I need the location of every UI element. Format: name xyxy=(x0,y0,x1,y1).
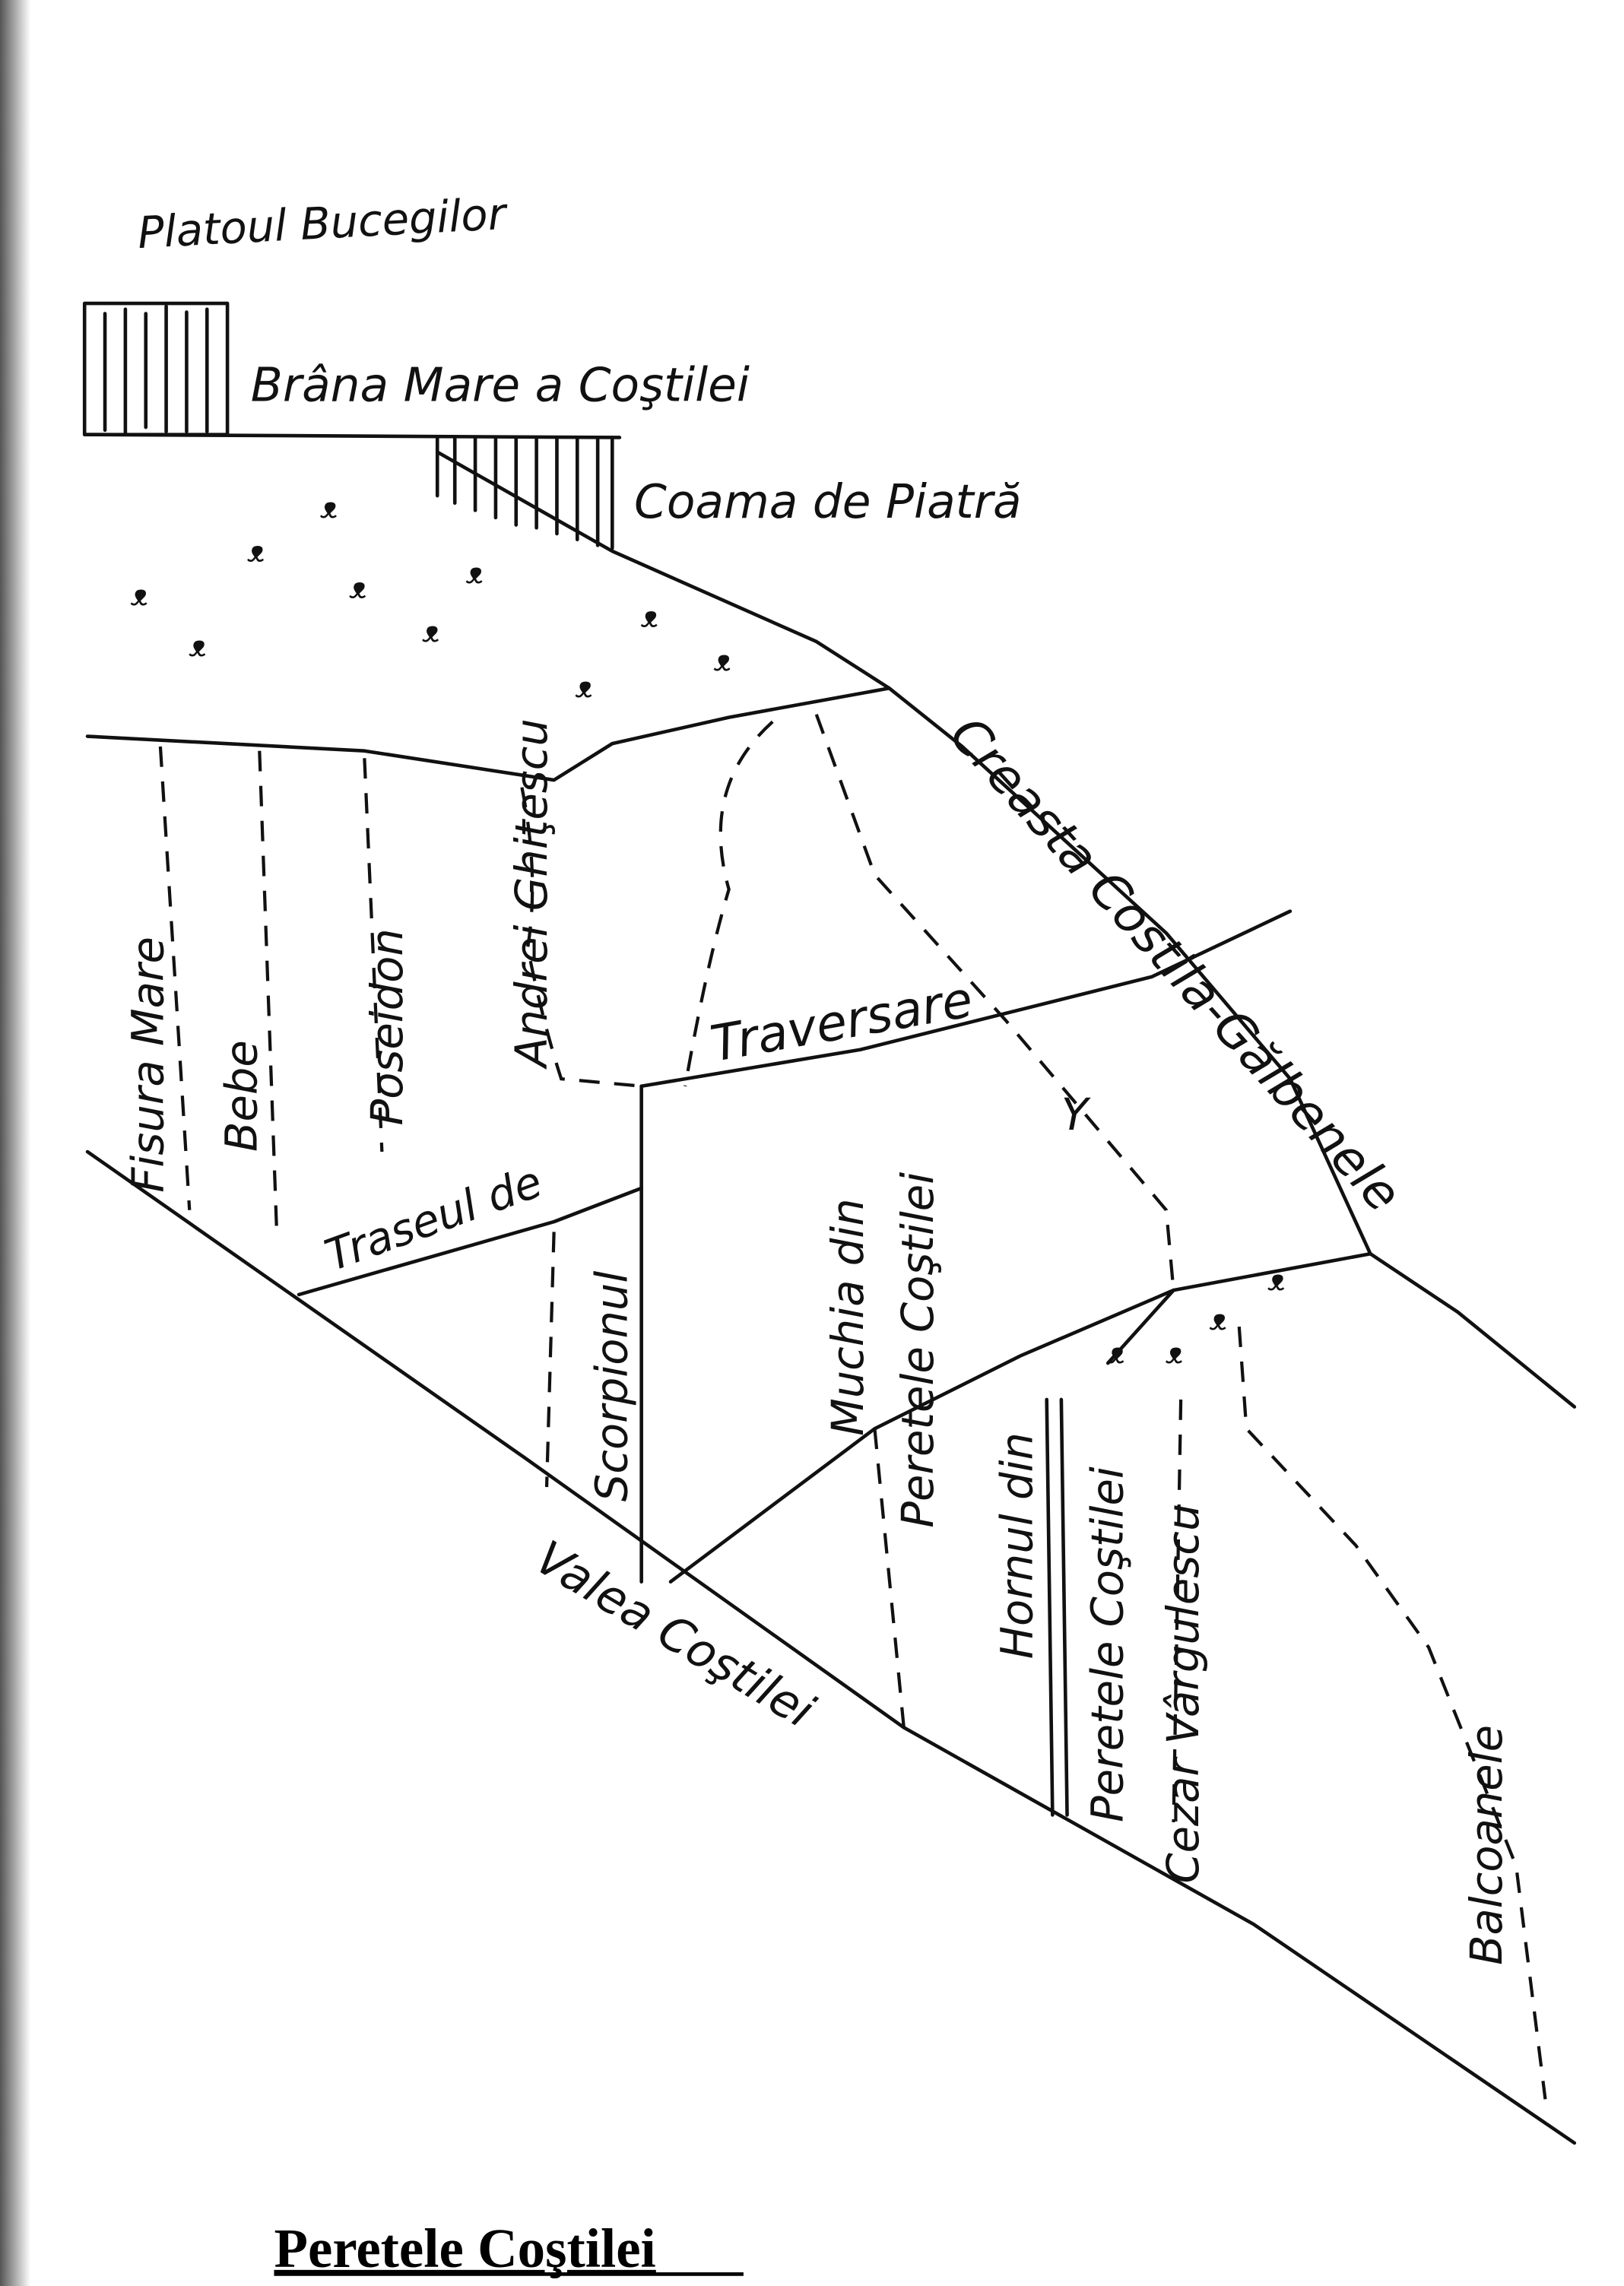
page-title: Peretele Coştilei xyxy=(274,2218,655,2279)
svg-text:ᴥ: ᴥ xyxy=(320,491,338,525)
label-cezar: Cezar Vârgulescu xyxy=(1158,1504,1209,1884)
route-dashed-lines xyxy=(158,714,1547,2100)
scan-edge-shadow xyxy=(0,0,30,2286)
svg-text:ᴥ: ᴥ xyxy=(422,615,440,649)
label-y-route: Y xyxy=(1061,1089,1091,1140)
svg-text:ᴥ: ᴥ xyxy=(1267,1263,1286,1298)
label-muchia-din: Muchia din xyxy=(823,1198,874,1436)
terrain-lines xyxy=(82,433,1577,2145)
svg-text:ᴥ: ᴥ xyxy=(575,671,593,705)
svg-text:ᴥ: ᴥ xyxy=(349,571,367,605)
label-ledge: Brâna Mare a Coştilei xyxy=(251,359,750,413)
svg-text:ᴥ: ᴥ xyxy=(189,629,207,664)
label-peretele-2: Peretele Coştilei xyxy=(1082,1466,1133,1822)
label-hornul-din: Hornul din xyxy=(992,1432,1043,1659)
label-main-ridge: Creasta Costila-Gălbenele xyxy=(938,705,1412,1222)
label-plateau: Platoul Bucegilor xyxy=(136,189,509,258)
label-scorpionul: Scorpionul xyxy=(586,1271,637,1502)
svg-text:ᴥ: ᴥ xyxy=(1107,1336,1125,1371)
svg-text:ᴥ: ᴥ xyxy=(131,579,149,613)
cliff-hatching-top xyxy=(82,301,614,550)
label-balcoanele: Balcoanele xyxy=(1461,1725,1512,1965)
svg-text:ᴥ: ᴥ xyxy=(641,601,659,635)
label-poseidon: Poseidon xyxy=(362,928,413,1125)
label-traseul-de: Traseul de xyxy=(319,1156,549,1282)
svg-text:ᴥ: ᴥ xyxy=(1166,1336,1184,1371)
svg-text:ᴥ: ᴥ xyxy=(714,644,732,678)
label-traverse: Traversare xyxy=(706,971,977,1073)
label-andrei: Andrei Ghiţescu xyxy=(506,718,557,1070)
svg-text:ᴥ: ᴥ xyxy=(1209,1303,1227,1337)
svg-text:ᴥ: ᴥ xyxy=(466,556,484,591)
svg-text:ᴥ: ᴥ xyxy=(247,534,265,569)
label-peretele-1: Peretele Coştilei xyxy=(893,1172,944,1528)
label-bebe: Bebe xyxy=(216,1040,267,1152)
label-stone-ridge: Coama de Piatră xyxy=(634,475,1021,529)
label-fisura-mare: Fisura Mare xyxy=(123,937,174,1193)
label-valley: Valea Coştilei xyxy=(526,1530,823,1738)
